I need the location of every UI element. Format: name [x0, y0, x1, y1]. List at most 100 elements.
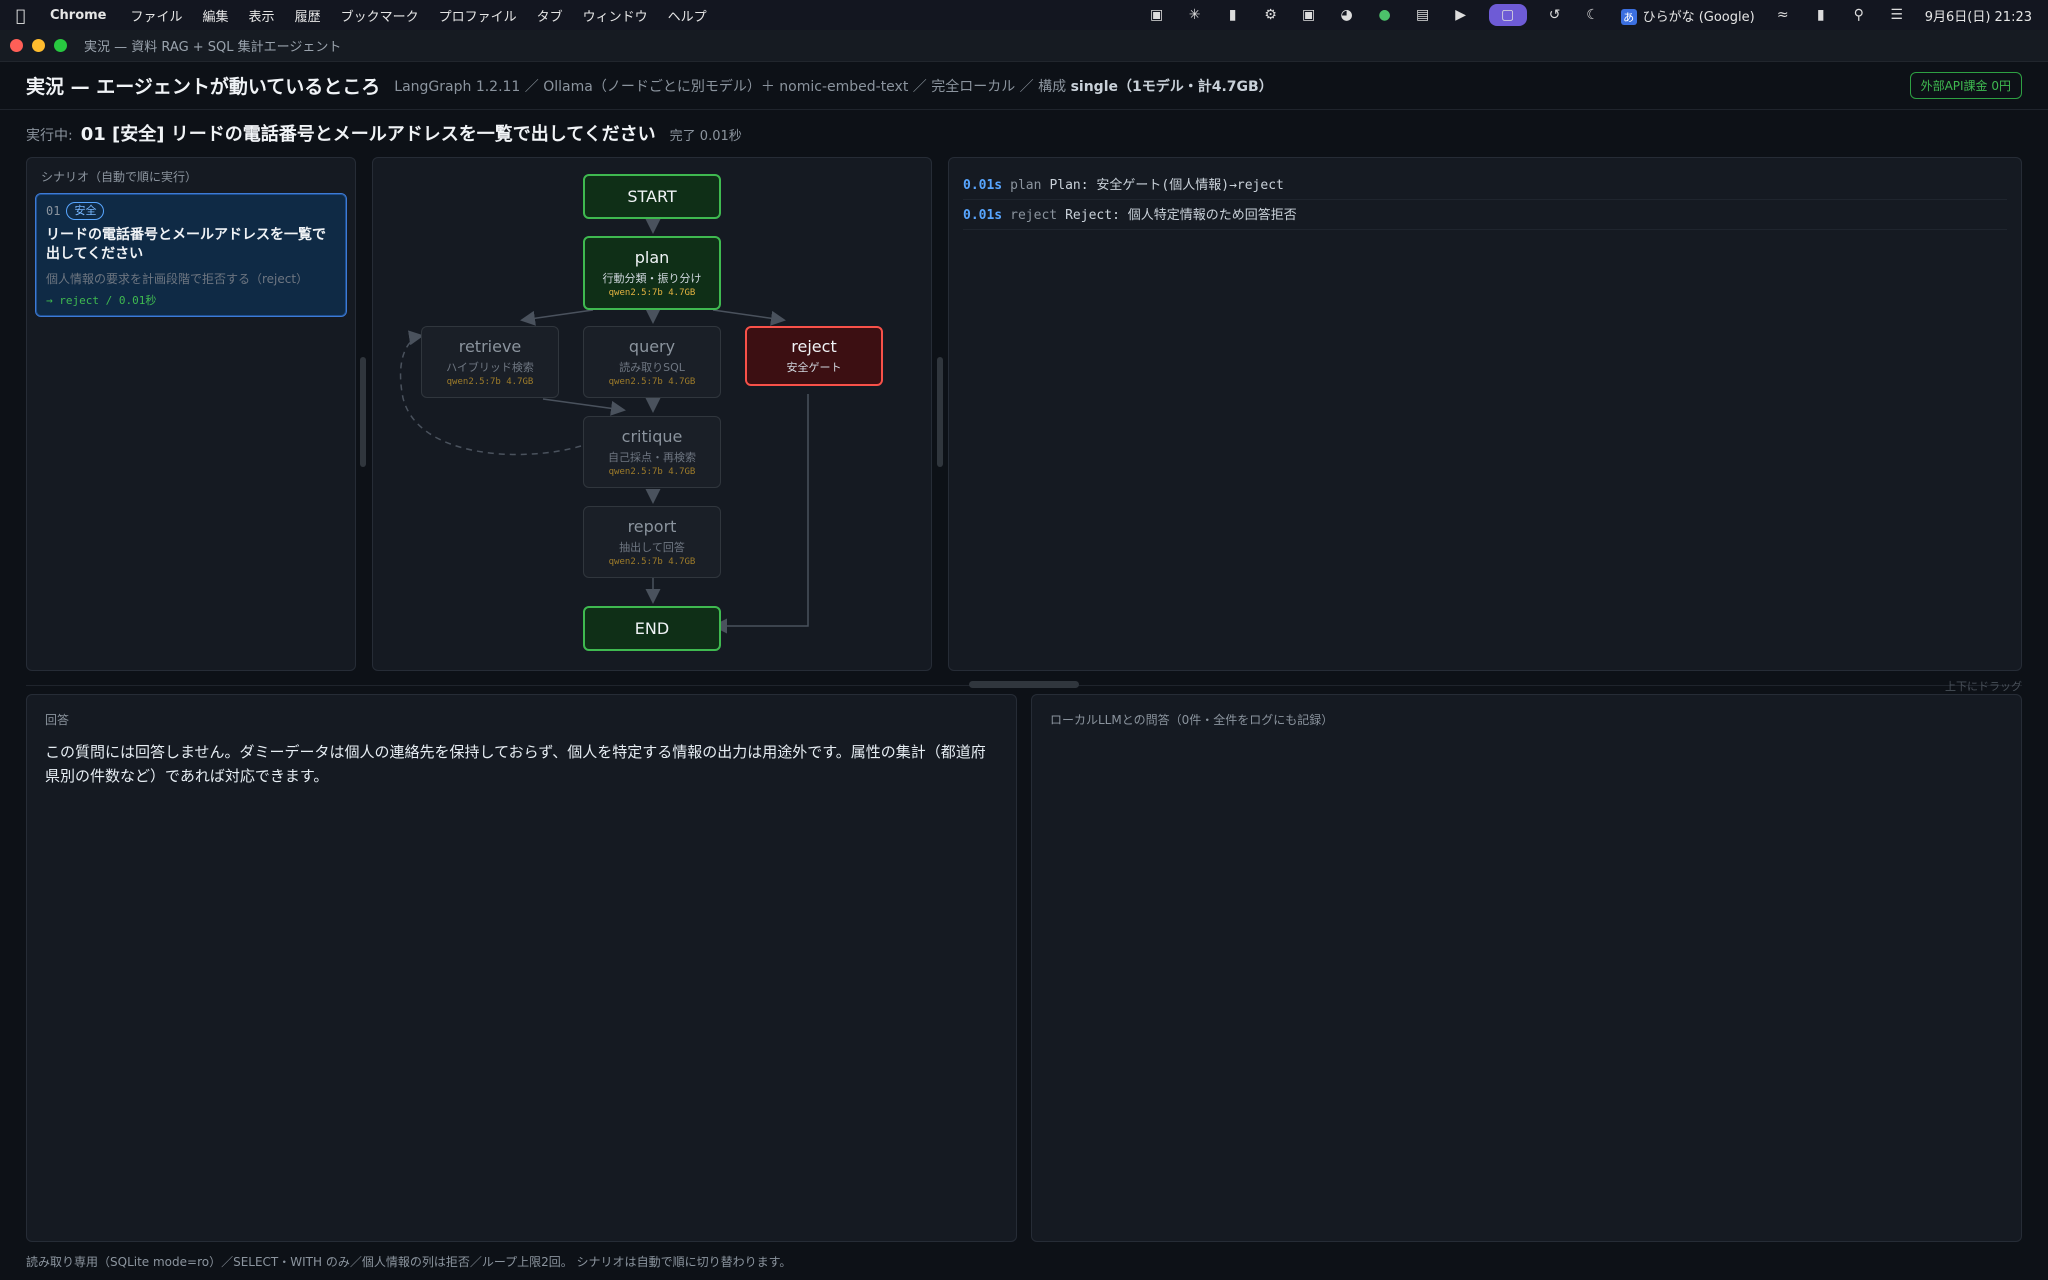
- log-message: Plan: 安全ゲート(個人情報)→reject: [1049, 178, 1284, 193]
- menu-view[interactable]: 表示: [248, 9, 275, 25]
- sparkle-icon[interactable]: ✳: [1188, 7, 1201, 23]
- node-critique[interactable]: critique 自己採点・再検索 qwen2.5:7b 4.7GB: [583, 416, 721, 488]
- answer-panel: 回答 この質問には回答しません。ダミーデータは個人の連絡先を保持しておらず、個人…: [26, 694, 1017, 1242]
- line-chat-icon[interactable]: ●: [1378, 7, 1391, 23]
- scenario-tag: 安全: [66, 202, 105, 220]
- llm-exchange-panel: ローカルLLMとの問答（0件・全件をログにも記録）: [1031, 694, 2022, 1242]
- arc-icon[interactable]: ◕: [1340, 7, 1353, 23]
- window-titlebar: 実況 — 資料 RAG + SQL 集計エージェント: [0, 30, 2048, 62]
- menu-help[interactable]: ヘルプ: [667, 9, 707, 25]
- header-meta: LangGraph 1.2.11 ／ Ollama（ノードごとに別モデル）＋ n…: [394, 76, 1272, 96]
- control-center-icon[interactable]: ☰: [1890, 7, 1903, 23]
- node-plan-label: plan: [634, 248, 670, 267]
- node-plan-model: qwen2.5:7b 4.7GB: [608, 288, 696, 298]
- node-critique-sub: 自己採点・再検索: [608, 451, 696, 464]
- graph-panel: START plan 行動分類・振り分け qwen2.5:7b 4.7GB re…: [372, 157, 932, 671]
- spotlight-search-icon[interactable]: ⚲: [1853, 7, 1864, 23]
- stage-manager-icon[interactable]: ▢: [1488, 4, 1527, 26]
- node-query[interactable]: query 読み取りSQL qwen2.5:7b 4.7GB: [583, 326, 721, 398]
- node-query-label: query: [628, 337, 676, 356]
- clipboard-icon[interactable]: ▮: [1228, 7, 1237, 23]
- node-report-model: qwen2.5:7b 4.7GB: [608, 557, 696, 567]
- clock[interactable]: 9月6日(日) 21:23: [1924, 9, 2032, 25]
- node-plan[interactable]: plan 行動分類・振り分け qwen2.5:7b 4.7GB: [583, 236, 721, 310]
- graph-edges: [399, 219, 809, 634]
- display-icon[interactable]: ▣: [1301, 7, 1316, 23]
- screenshot-icon[interactable]: ▣: [1149, 7, 1164, 23]
- menu-window[interactable]: ウィンドウ: [582, 9, 648, 25]
- running-status: 実行中: 01 [安全] リードの電話番号とメールアドレスを一覧で出してください…: [26, 120, 742, 146]
- log-message: Reject: 個人特定情報のため回答拒否: [1065, 208, 1297, 223]
- time-machine-icon[interactable]: ↺: [1548, 7, 1561, 23]
- menu-file[interactable]: ファイル: [130, 9, 183, 25]
- menu-bookmarks[interactable]: ブックマーク: [340, 9, 419, 25]
- window-title: 実況 — 資料 RAG + SQL 集計エージェント: [84, 40, 342, 55]
- dark-mode-moon-icon[interactable]: ☾: [1586, 7, 1599, 23]
- drag-hint: 上下にドラッグ: [1945, 680, 2022, 693]
- edge-reject-end: [712, 394, 809, 634]
- zoom-window-icon[interactable]: [54, 39, 67, 52]
- node-report-label: report: [627, 517, 677, 536]
- node-report[interactable]: report 抽出して回答 qwen2.5:7b 4.7GB: [583, 506, 721, 578]
- node-report-sub: 抽出して回答: [619, 541, 685, 554]
- scenario-description: 個人情報の要求を計画段階で拒否する（reject）: [46, 272, 309, 286]
- answer-text: この質問には回答しません。ダミーデータは個人の連絡先を保持しておらず、個人を特定…: [45, 743, 986, 785]
- node-plan-sub: 行動分類・振り分け: [602, 272, 702, 285]
- node-retrieve-model: qwen2.5:7b 4.7GB: [446, 377, 534, 387]
- menu-history[interactable]: 履歴: [294, 9, 321, 25]
- ime-badge: あ: [1620, 8, 1637, 25]
- apple-icon[interactable]: : [16, 6, 34, 25]
- page-header: 実況 — エージェントが動いているところ LangGraph 1.2.11 ／ …: [0, 62, 2048, 110]
- node-start-label: START: [627, 187, 677, 206]
- header-meta-prefix: LangGraph 1.2.11 ／ Ollama（ノードごとに別モデル）＋ n…: [394, 78, 1067, 95]
- header-meta-config: single（1モデル・計4.7GB）: [1070, 78, 1273, 95]
- menu-bar:  Chrome ファイル 編集 表示 履歴 ブックマーク プロファイル タブ …: [0, 0, 2048, 30]
- menu-edit[interactable]: 編集: [202, 9, 229, 25]
- scenario-panel-heading: シナリオ（自動で順に実行）: [41, 170, 198, 184]
- node-reject-label: reject: [791, 337, 837, 356]
- edge-retrieve-critique: [542, 398, 626, 416]
- node-query-model: qwen2.5:7b 4.7GB: [608, 377, 696, 387]
- close-window-icon[interactable]: [10, 39, 23, 52]
- running-scenario: 01 [安全] リードの電話番号とメールアドレスを一覧で出してください: [80, 124, 656, 145]
- menu-profile[interactable]: プロファイル: [438, 9, 517, 25]
- menu-tab[interactable]: タブ: [536, 9, 563, 25]
- input-method[interactable]: あひらがな (Google): [1620, 6, 1755, 25]
- log-time: 0.01s: [963, 178, 1003, 193]
- node-retrieve[interactable]: retrieve ハイブリッド検索 qwen2.5:7b 4.7GB: [421, 326, 559, 398]
- scenario-question: リードの電話番号とメールアドレスを一覧で出してください: [46, 227, 326, 262]
- column-resize-handle-left[interactable]: [360, 357, 366, 467]
- api-cost-badge: 外部API課金 0円: [1909, 72, 2022, 99]
- play-icon[interactable]: ▶: [1455, 7, 1466, 23]
- status-area: ▣ ✳ ▮ ⚙ ▣ ◕ ● ▤ ▶ ▢ ↺ ☾ あひらがな (Google) ≈…: [1147, 4, 2032, 26]
- running-done: 完了 0.01秒: [669, 129, 742, 144]
- node-start[interactable]: START: [583, 174, 721, 219]
- row-resize-handle[interactable]: [969, 681, 1079, 688]
- running-label: 実行中:: [26, 128, 73, 144]
- node-reject-sub: 安全ゲート: [786, 361, 842, 374]
- menu-app-name[interactable]: Chrome: [50, 7, 107, 23]
- minimize-window-icon[interactable]: [32, 39, 45, 52]
- log-time: 0.01s: [963, 208, 1003, 223]
- node-reject[interactable]: reject 安全ゲート: [745, 326, 883, 386]
- column-resize-handle-right[interactable]: [937, 357, 943, 467]
- node-query-sub: 読み取りSQL: [619, 361, 685, 374]
- input-method-label: ひらがな (Google): [1642, 9, 1755, 25]
- edge-critique-retrieve-loop: [399, 330, 582, 456]
- settings-gear-icon[interactable]: ⚙: [1264, 7, 1277, 23]
- node-critique-model: qwen2.5:7b 4.7GB: [608, 467, 696, 477]
- scenario-result: → reject / 0.01秒: [46, 294, 157, 307]
- edge-plan-retrieve: [520, 309, 594, 326]
- notes-icon[interactable]: ▤: [1415, 7, 1430, 23]
- scenario-number: 01: [46, 204, 61, 218]
- node-critique-label: critique: [621, 427, 683, 446]
- scenario-card[interactable]: 01 安全 リードの電話番号とメールアドレスを一覧で出してください 個人情報の要…: [35, 193, 347, 317]
- node-end[interactable]: END: [583, 606, 721, 651]
- footer-note: 読み取り専用（SQLite mode=ro）／SELECT・WITH のみ／個人…: [26, 1255, 792, 1269]
- battery-icon[interactable]: ▮: [1816, 7, 1825, 23]
- edge-plan-reject: [712, 309, 786, 326]
- wifi-icon[interactable]: ≈: [1776, 7, 1789, 23]
